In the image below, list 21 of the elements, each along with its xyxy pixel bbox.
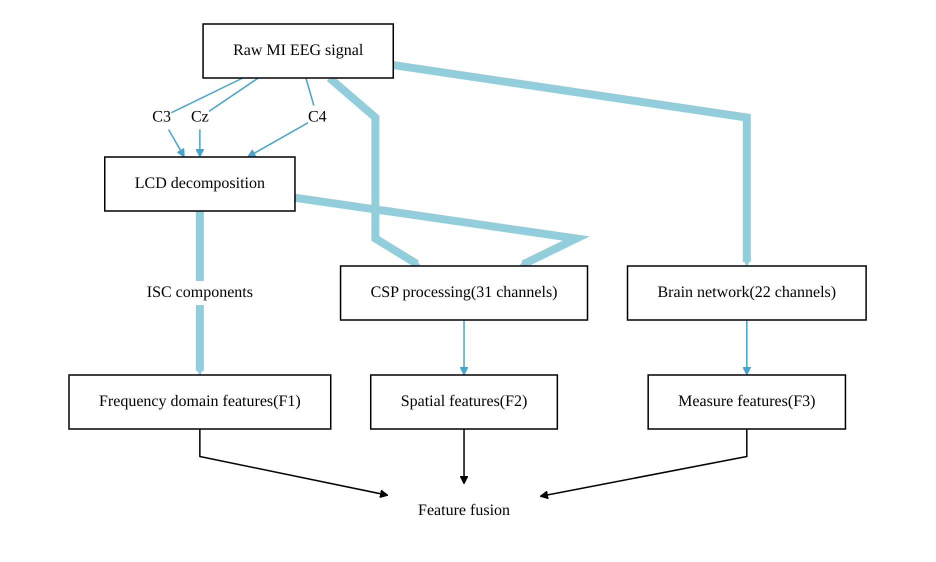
- arrow: [196, 77, 260, 158]
- node-box: LCD decomposition: [104, 156, 296, 212]
- arrow: [294, 194, 590, 268]
- arrow: [460, 320, 469, 376]
- node-box: CSP processing(31 channels): [340, 265, 589, 321]
- node-box: Brain network(22 channels): [627, 265, 868, 321]
- arrow: [200, 429, 389, 498]
- arrow: [540, 429, 748, 500]
- arrow: [393, 61, 752, 266]
- node-box: Raw MI EEG signal: [202, 23, 394, 79]
- arrow: [196, 211, 205, 376]
- arrow: [460, 429, 469, 484]
- edge-label: C4: [308, 108, 328, 126]
- edge-label: ISC components: [147, 284, 254, 301]
- node-text: Feature fusion: [418, 502, 510, 519]
- node-box: Frequency domain features(F1): [68, 374, 332, 430]
- node-box: Measure features(F3): [648, 374, 847, 430]
- arrow: [742, 320, 752, 376]
- edge-label: C3: [152, 108, 172, 126]
- node-box: Spatial features(F2): [370, 374, 559, 430]
- edge-label: Cz: [191, 108, 210, 126]
